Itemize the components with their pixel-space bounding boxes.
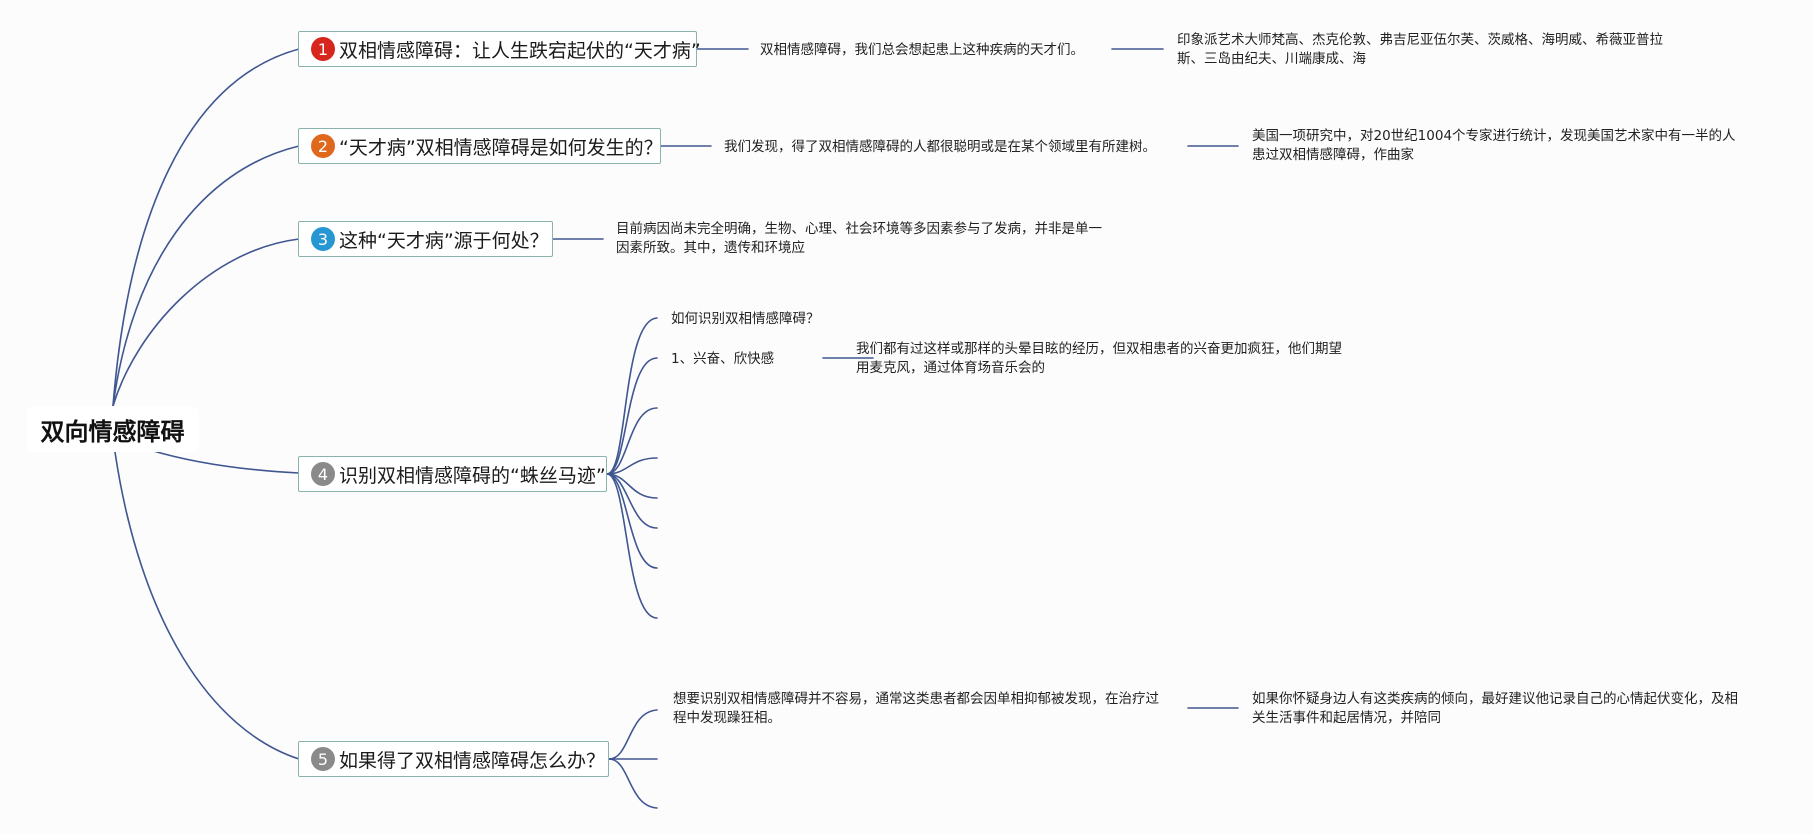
root-topic[interactable]: 双向情感障碍	[26, 406, 199, 452]
topic-2[interactable]: 2 “天才病”双相情感障碍是如何发生的？	[298, 128, 663, 164]
subtopic-5a[interactable]: 想要识别双相情感障碍并不容易，通常这类患者都会因单相抑郁被发现，在治疗过程中发现…	[673, 691, 1159, 726]
subtopic-1b[interactable]: 印象派艺术大师梵高、杰克伦敦、弗吉尼亚伍尔芙、茨威格、海明威、希薇亚普拉斯、三岛…	[1177, 32, 1663, 67]
link-t4-h	[606, 473, 658, 619]
topic-3[interactable]: 3 这种“天才病”源于何处？	[298, 221, 553, 257]
number-badge-icon: 2	[311, 134, 335, 158]
subtopic-5b[interactable]: 如果你怀疑身边人有这类疾病的倾向，最好建议他记录自己的心情起伏变化，及相关生活事…	[1252, 691, 1738, 726]
link-root-topic2	[112, 145, 300, 407]
link-t4-b	[606, 357, 658, 475]
subtopic-3a[interactable]: 目前病因尚未完全明确，生物、心理、社会环境等多因素参与了发病，并非是单一因素所致…	[616, 221, 1102, 256]
topic-1[interactable]: 1 双相情感障碍：让人生跌宕起伏的“天才病”	[298, 31, 701, 67]
topic-5-label: 如果得了双相情感障碍怎么办？	[339, 749, 606, 772]
link-t4-d	[606, 457, 658, 475]
subtopic-2a[interactable]: 我们发现，得了双相情感障碍的人都很聪明或是在某个领域里有所建树。	[724, 139, 1156, 155]
link-t5-c	[608, 758, 658, 809]
root-topic-label: 双向情感障碍	[40, 417, 185, 446]
number-badge-icon: 5	[311, 747, 335, 771]
topic-5[interactable]: 5 如果得了双相情感障碍怎么办？	[298, 741, 609, 777]
topic-4-label: 识别双相情感障碍的“蛛丝马迹”	[339, 464, 606, 487]
link-t4-c	[606, 407, 658, 475]
number-badge-icon: 4	[311, 462, 335, 486]
subtopic-4b[interactable]: 1、兴奋、欣快感	[671, 351, 775, 367]
link-root-topic4	[149, 449, 300, 474]
link-t4-f	[606, 473, 658, 529]
link-t5-a	[608, 709, 658, 760]
subtopic-4c[interactable]: 我们都有过这样或那样的头晕目眩的经历，但双相患者的兴奋更加疯狂，他们期望用麦克风…	[856, 341, 1342, 376]
topic-2-label: “天才病”双相情感障碍是如何发生的？	[339, 136, 663, 159]
link-root-topic1	[112, 48, 300, 407]
number-badge-icon: 1	[311, 37, 335, 61]
link-t4-g	[606, 473, 658, 569]
link-t4-a	[606, 317, 658, 475]
subtopic-4a[interactable]: 如何识别双相情感障碍？	[671, 311, 820, 327]
subtopic-2b[interactable]: 美国一项研究中，对20世纪1004个专家进行统计，发现美国艺术家中有一半的人患过…	[1252, 128, 1736, 163]
subtopic-1a[interactable]: 双相情感障碍，我们总会想起患上这种疾病的天才们。	[760, 42, 1084, 58]
link-root-topic5	[114, 451, 300, 760]
topic-1-label: 双相情感障碍：让人生跌宕起伏的“天才病”	[339, 39, 701, 62]
topic-4[interactable]: 4 识别双相情感障碍的“蛛丝马迹”	[298, 456, 607, 492]
link-root-topic3	[112, 238, 300, 407]
number-badge-icon: 3	[311, 227, 335, 251]
topic-3-label: 这种“天才病”源于何处？	[339, 229, 549, 252]
